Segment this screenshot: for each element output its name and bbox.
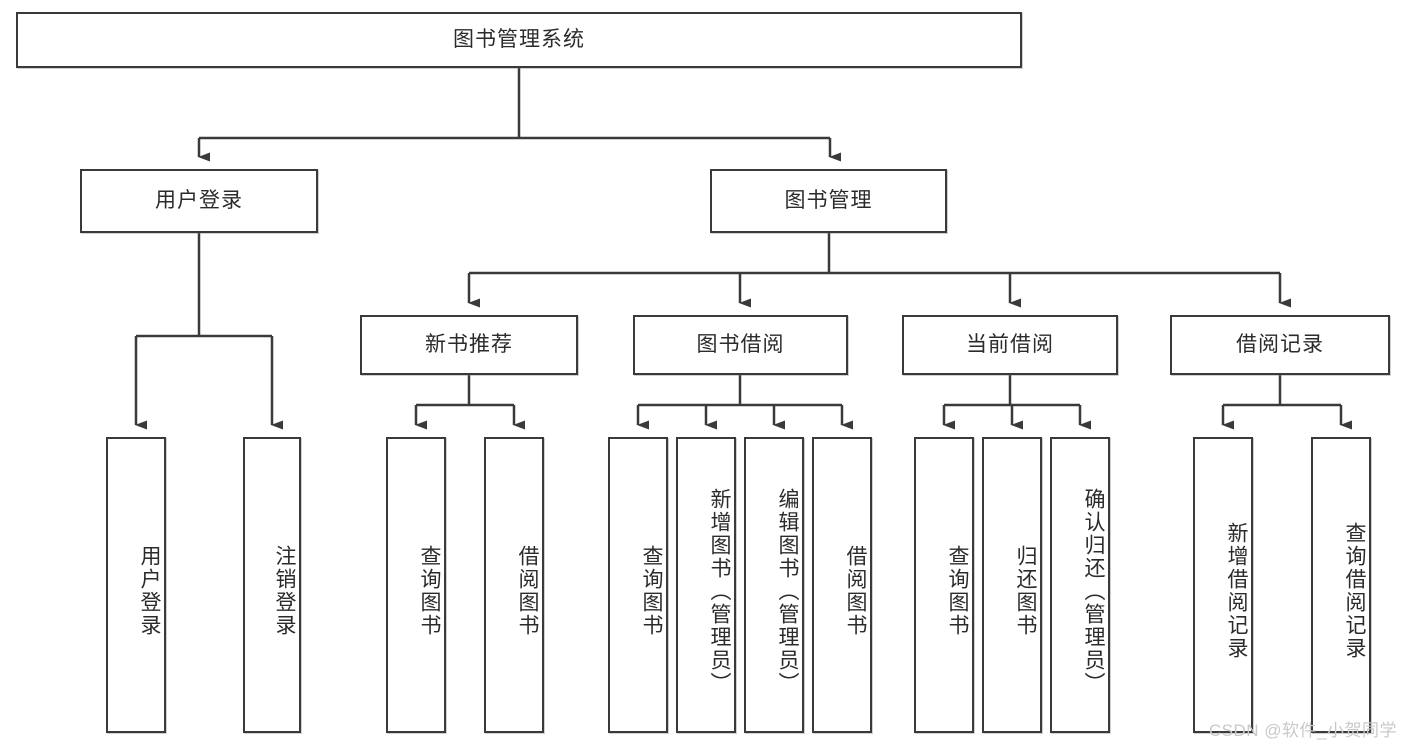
- node-leaf-edit-book[interactable]: 编辑图书（管理员）: [744, 437, 804, 733]
- node-user-login[interactable]: 用户登录: [80, 169, 318, 233]
- node-leaf-add-book[interactable]: 新增图书（管理员）: [676, 437, 736, 733]
- node-leaf-query-book-rec[interactable]: 查询图书: [386, 437, 446, 733]
- node-leaf-query-book-cur-label: 查询图书: [946, 545, 969, 637]
- node-leaf-confirm-return-label: 确认归还（管理员）: [1082, 487, 1105, 695]
- node-leaf-add-record-label: 新增借阅记录: [1225, 522, 1248, 660]
- node-leaf-query-book-borrow-label: 查询图书: [640, 545, 663, 637]
- node-leaf-query-record[interactable]: 查询借阅记录: [1311, 437, 1371, 733]
- node-new-book-recommend-label: 新书推荐: [425, 333, 513, 357]
- node-borrow-record[interactable]: 借阅记录: [1170, 315, 1390, 375]
- node-leaf-return-book[interactable]: 归还图书: [982, 437, 1042, 733]
- node-user-login-label: 用户登录: [155, 189, 243, 213]
- node-leaf-query-book-borrow[interactable]: 查询图书: [608, 437, 668, 733]
- node-book-management[interactable]: 图书管理: [710, 169, 947, 233]
- node-leaf-query-book-cur[interactable]: 查询图书: [914, 437, 974, 733]
- node-root[interactable]: 图书管理系统: [16, 12, 1022, 68]
- node-leaf-add-record[interactable]: 新增借阅记录: [1193, 437, 1253, 733]
- node-book-borrow[interactable]: 图书借阅: [633, 315, 848, 375]
- node-leaf-user-login-label: 用户登录: [138, 545, 161, 637]
- node-new-book-recommend[interactable]: 新书推荐: [360, 315, 578, 375]
- node-leaf-return-book-label: 归还图书: [1014, 545, 1037, 637]
- node-root-label: 图书管理系统: [453, 28, 585, 52]
- node-leaf-add-book-label: 新增图书（管理员）: [708, 487, 731, 695]
- watermark-text: CSDN @软件_小贺同学: [1208, 721, 1397, 740]
- node-leaf-logout-label: 注销登录: [273, 545, 296, 637]
- node-leaf-borrow-book[interactable]: 借阅图书: [812, 437, 872, 733]
- node-leaf-borrow-book-rec-label: 借阅图书: [516, 545, 539, 637]
- node-book-borrow-label: 图书借阅: [696, 333, 785, 357]
- node-leaf-borrow-book-label: 借阅图书: [844, 545, 867, 637]
- node-book-management-label: 图书管理: [784, 189, 873, 213]
- node-leaf-edit-book-label: 编辑图书（管理员）: [776, 487, 799, 695]
- node-leaf-query-book-rec-label: 查询图书: [418, 545, 441, 637]
- node-borrow-record-label: 借阅记录: [1236, 333, 1324, 357]
- node-current-borrow[interactable]: 当前借阅: [902, 315, 1118, 375]
- node-leaf-confirm-return[interactable]: 确认归还（管理员）: [1050, 437, 1110, 733]
- node-leaf-user-login[interactable]: 用户登录: [106, 437, 166, 733]
- node-leaf-query-record-label: 查询借阅记录: [1343, 522, 1366, 660]
- node-leaf-logout[interactable]: 注销登录: [243, 437, 301, 733]
- node-current-borrow-label: 当前借阅: [966, 333, 1054, 357]
- node-leaf-borrow-book-rec[interactable]: 借阅图书: [484, 437, 544, 733]
